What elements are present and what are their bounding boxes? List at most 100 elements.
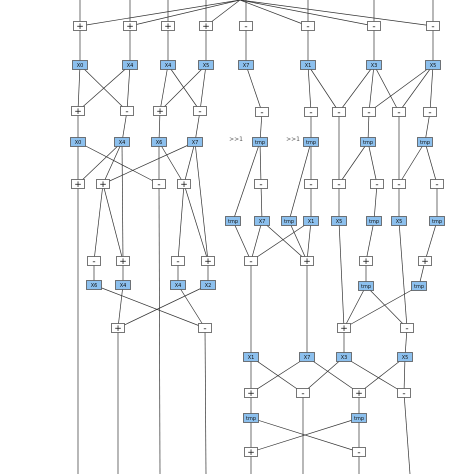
operator-node: -: [152, 179, 166, 190]
operator-node: -: [255, 107, 269, 118]
node-label: X5: [336, 219, 343, 225]
operator-node: -: [301, 21, 315, 32]
node-box: [198, 323, 212, 333]
node-label: -: [176, 257, 179, 267]
node-label: +: [74, 107, 82, 117]
edge: [159, 64, 169, 112]
operator-node: -: [120, 106, 134, 117]
operator-node: +: [71, 106, 85, 117]
edge: [93, 183, 104, 262]
node-box: [392, 179, 406, 189]
operator-node: -: [254, 179, 268, 190]
node-label: X7: [243, 63, 250, 69]
edge: [429, 64, 434, 113]
operator-node: -: [397, 388, 411, 399]
node-label: -: [405, 324, 408, 334]
node-label: -: [402, 389, 405, 399]
operator-node: +: [199, 21, 213, 32]
variable-node: X5: [198, 60, 214, 70]
edge: [424, 141, 438, 185]
edge: [79, 0, 241, 27]
edge: [245, 64, 263, 113]
node-box: [300, 256, 314, 266]
node-box: [359, 256, 373, 266]
node-box: [392, 107, 406, 117]
variable-node: X1: [243, 352, 259, 362]
operator-node: -: [370, 179, 384, 190]
node-box: [170, 280, 186, 290]
operator-node: -: [426, 21, 440, 32]
variable-node: X4: [114, 137, 130, 147]
node-box: [300, 60, 316, 70]
node-box: [423, 107, 437, 117]
edge: [194, 110, 201, 143]
node-label: tmp: [255, 140, 265, 146]
node-box: [367, 21, 381, 31]
node-box: [177, 179, 191, 189]
operator-node: -: [193, 106, 207, 117]
operator-node: -: [296, 388, 310, 399]
variable-node: X4: [115, 280, 131, 290]
variable-node: X4: [170, 280, 186, 290]
edge: [259, 141, 262, 185]
operator-node: +: [73, 21, 87, 32]
operator-node: -: [362, 107, 376, 118]
edge: [398, 64, 434, 113]
edge: [177, 284, 206, 329]
node-label: X5: [430, 63, 437, 69]
node-label: X5: [402, 355, 409, 361]
node-box: [299, 352, 315, 362]
node-label: +: [202, 22, 210, 32]
node-box: [71, 106, 85, 116]
operator-node: +: [116, 256, 130, 267]
node-label: tmp: [228, 219, 238, 225]
node-label: -: [337, 108, 340, 118]
node-label: -: [309, 180, 312, 190]
edge: [367, 141, 378, 185]
operator-node: +: [418, 256, 432, 267]
node-label: tmp: [361, 284, 371, 290]
node-label: +: [340, 324, 348, 334]
edge: [368, 64, 434, 113]
node-box: [201, 256, 215, 266]
variable-node: X3: [336, 352, 352, 362]
operator-node: -: [304, 179, 318, 190]
node-label: +: [76, 22, 84, 32]
node-label: +: [204, 257, 212, 267]
node-label: +: [156, 107, 164, 117]
node-label: X6: [91, 283, 98, 289]
operator-node: -: [304, 107, 318, 118]
operator-node: +: [177, 179, 191, 190]
variable-node: tmp: [281, 216, 297, 226]
edge: [77, 64, 131, 112]
edge: [365, 285, 408, 329]
variable-node: tmp: [417, 137, 433, 147]
node-box: [193, 106, 207, 116]
operator-node: +: [123, 21, 137, 32]
node-box: [120, 106, 134, 116]
node-label: -: [125, 107, 128, 117]
operator-node: +: [201, 256, 215, 267]
node-label: X4: [165, 63, 172, 69]
node-box: [336, 352, 352, 362]
node-box: [351, 413, 367, 423]
node-label: tmp: [420, 140, 430, 146]
node-box: [96, 179, 110, 189]
variable-node: X7: [187, 137, 203, 147]
edge: [199, 64, 207, 112]
node-box: [255, 107, 269, 117]
edge: [307, 64, 340, 113]
edge: [159, 64, 207, 112]
node-label: tmp: [284, 219, 294, 225]
operator-node: -: [430, 179, 444, 190]
variable-node: X1: [303, 216, 319, 226]
node-label: -: [309, 108, 312, 118]
edge: [121, 110, 128, 143]
node-label: -: [157, 180, 160, 190]
variable-node: X0: [70, 137, 86, 147]
edge: [117, 284, 124, 329]
operator-node: -: [392, 107, 406, 118]
operator-node: +: [359, 256, 373, 267]
node-label: -: [431, 22, 434, 32]
